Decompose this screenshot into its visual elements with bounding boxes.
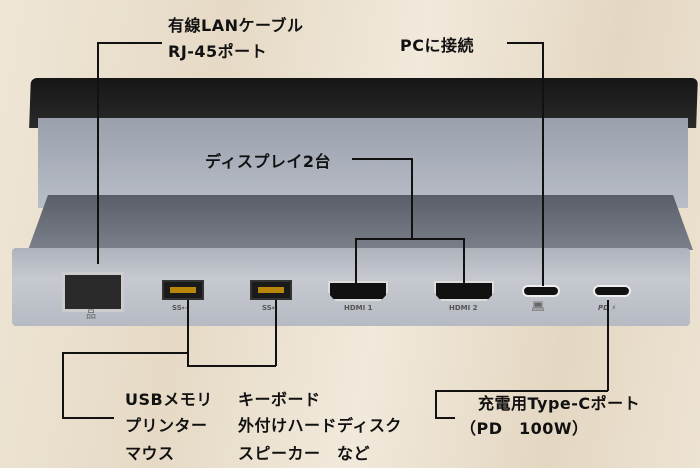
pc-label: PCに接続 (400, 36, 474, 55)
callout-line (62, 352, 188, 354)
callout-line (352, 158, 412, 160)
callout-line (187, 365, 276, 367)
usb-c-pd-port (593, 285, 631, 297)
usb-device-4: キーボード (238, 390, 321, 409)
display-label: ディスプレイ2台 (205, 152, 332, 171)
usb-icon: ⇠ (272, 304, 278, 312)
usb-port-2-label: SS⇠ (262, 304, 278, 312)
network-icon: 品 (86, 310, 96, 321)
callout-line (97, 42, 99, 264)
callout-line (463, 238, 465, 286)
lan-label-2: RJ-45ポート (168, 42, 268, 61)
usb-device-3: マウス (125, 444, 175, 463)
stand-back-panel (38, 118, 688, 208)
laptop-icon: 💻︎ (531, 300, 545, 313)
callout-line (411, 158, 413, 238)
usb-c-pc-port (522, 285, 560, 297)
callout-line (97, 42, 162, 44)
callout-line (275, 300, 277, 366)
usb-device-1: USBメモリ (125, 390, 213, 409)
callout-line (62, 352, 64, 418)
dock-top-face (28, 195, 693, 250)
callout-line (607, 300, 609, 391)
hdmi-port-1 (328, 281, 388, 301)
usb-device-2: プリンター (125, 416, 208, 435)
callout-line (187, 300, 189, 366)
pd-label-2: （PD 100W） (460, 419, 589, 438)
callout-line (355, 238, 464, 240)
usb-device-5: 外付けハードディスク (238, 416, 402, 435)
hdmi-1-label: HDMI 1 (344, 304, 373, 312)
lan-port (62, 272, 124, 312)
usb-icon: ⇠ (181, 304, 188, 312)
usb-port-2 (250, 280, 292, 300)
hdmi-2-label: HDMI 2 (449, 304, 478, 312)
lan-label-1: 有線LANケーブル (168, 16, 304, 35)
usb-port-1 (162, 280, 204, 300)
usb-port-1-label: SS⇠ (172, 304, 188, 312)
callout-line (435, 417, 455, 419)
callout-line (435, 390, 608, 392)
callout-line (355, 238, 357, 286)
callout-line (507, 42, 543, 44)
callout-line (62, 417, 114, 419)
pd-label-1: 充電用Type-Cポート (478, 394, 641, 413)
callout-line (542, 42, 544, 286)
usb-device-6: スピーカー など (238, 444, 371, 463)
callout-line (435, 390, 437, 418)
